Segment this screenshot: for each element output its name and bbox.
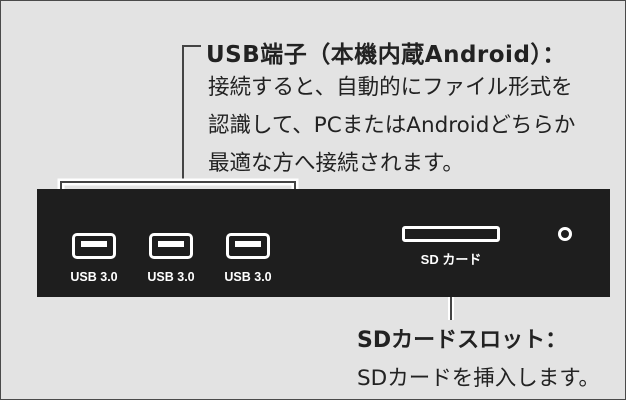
- sd-card-slot-icon: [402, 226, 500, 242]
- usb-port-icon: [149, 233, 193, 259]
- usb-callout-line: [182, 45, 201, 182]
- usb-port-label: USB 3.0: [147, 270, 195, 284]
- usb-callout-title: USB端子（本機内蔵Android）：: [206, 42, 566, 68]
- usb-port-icon: [72, 233, 116, 259]
- device-front-panel: [37, 189, 610, 297]
- usb-callout-description-line: 認識して、PCまたはAndroidどちらか: [208, 113, 576, 138]
- usb-port-label: USB 3.0: [70, 270, 118, 284]
- usb-callout-description-line: 最適な方へ接続されます。: [208, 151, 464, 176]
- sd-callout-title: SDカードスロット：: [357, 328, 568, 353]
- usb-callout-description-line: 接続すると、自動的にファイル形式を: [208, 75, 573, 100]
- sd-callout-description: SDカードを挿入します。: [357, 366, 601, 391]
- usb-port-label: USB 3.0: [224, 270, 272, 284]
- usb-port-icon: [226, 233, 270, 259]
- power-led-icon: [558, 227, 572, 241]
- sd-slot-label: SD カード: [420, 252, 482, 267]
